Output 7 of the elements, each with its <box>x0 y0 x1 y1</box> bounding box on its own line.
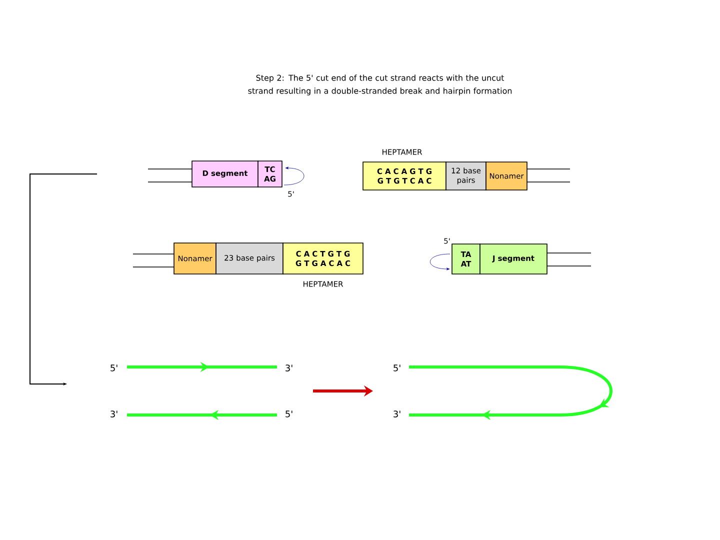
label: 5' <box>394 364 400 372</box>
label: 5' <box>110 364 118 372</box>
label: 5' <box>286 410 292 418</box>
label: 3' <box>394 410 400 418</box>
title: Step 2: The 5' cut end of the cut strand reacts with the uncut strand resulting in a double-stranded break and hairpin formation <box>248 74 512 96</box>
label: 3' <box>286 364 292 372</box>
label: 3' <box>110 410 118 418</box>
